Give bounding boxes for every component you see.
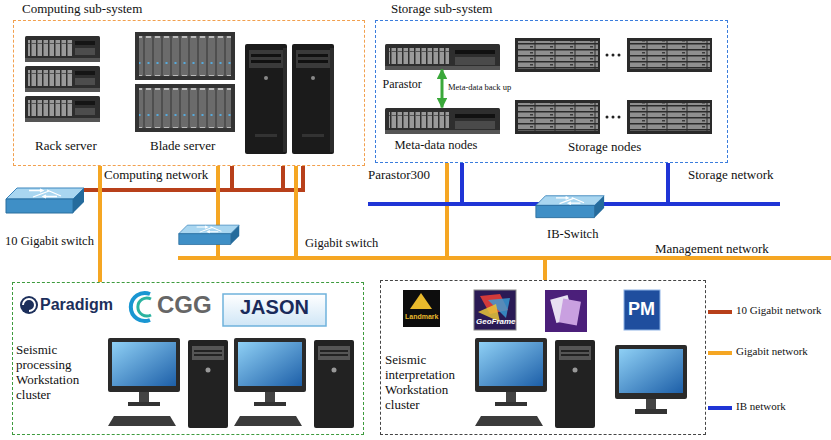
storage-servers (515, 38, 712, 134)
backup-arrow (441, 70, 444, 108)
node-label: Seismic processing Workstation cluster (16, 343, 90, 403)
network-switch: IB-Switch (535, 193, 605, 223)
part-label: Rack server (35, 139, 97, 154)
node-label: Seismic interpretation Workstation clust… (385, 353, 473, 413)
node-label: Parastor (383, 78, 422, 92)
legend-swatch (708, 310, 732, 314)
network-switch: 10 Gigabit switch (5, 187, 85, 217)
legend-swatch (708, 351, 732, 355)
metadata-server-icon (385, 108, 500, 134)
network-switch-icon (6, 188, 84, 213)
metadata-server: Parastor (385, 44, 500, 70)
subsystem-box: Storage sub-systemParastorMeta-data node… (375, 20, 728, 163)
network-switch: Gigabit switch (178, 222, 240, 250)
part-label: Storage nodes (568, 140, 641, 155)
blade-servers (135, 32, 235, 132)
network-switch-shape (178, 222, 240, 250)
legend-swatch (708, 406, 732, 410)
part-label: Management network (655, 242, 769, 257)
node-label: 10 Gigabit switch (5, 234, 94, 248)
software-logos (20, 290, 660, 332)
tower-servers (245, 44, 334, 154)
legend-label: 10 Gigabit network (736, 304, 822, 317)
logo-text: Landmark (405, 313, 438, 321)
legend-label: Gigabit network (736, 345, 808, 358)
part-label: Storage network (688, 168, 774, 183)
cluster-box: Seismic interpretation Workstation clust… (380, 280, 706, 435)
management-network-wires (100, 163, 831, 282)
part-label: Computing network (104, 168, 208, 183)
edge-label: Meta-data back up (448, 83, 511, 93)
part-label: Parastor300 (368, 168, 430, 183)
rack-servers (25, 36, 100, 122)
node-label: Computing sub-system (22, 2, 142, 17)
network-switch-shape (535, 193, 605, 223)
node-label: Gigabit switch (305, 236, 378, 250)
metadata-server-shape (385, 108, 500, 134)
metadata-server: Meta-data nodes (385, 108, 500, 134)
logo-text: Paradigm (40, 296, 113, 314)
computing-network-wires (45, 166, 305, 190)
network-switch-icon (536, 196, 604, 218)
node-label: Storage sub-system (391, 2, 492, 17)
logo-text: JASON (240, 296, 309, 319)
metadata-server-shape (385, 44, 500, 70)
metadata-server-icon (385, 44, 500, 70)
legend-label: IB network (736, 400, 786, 413)
part-label: Blade server (150, 139, 215, 154)
logo-text: PM (628, 299, 655, 320)
network-switch-icon (179, 225, 239, 244)
logo-text: GeoFrame (476, 317, 516, 326)
workstations (108, 338, 687, 428)
node-label: IB-Switch (547, 227, 598, 241)
network-switch-shape (5, 187, 85, 217)
node-label: Meta-data nodes (395, 138, 478, 152)
logo-text: CGG (157, 291, 212, 319)
